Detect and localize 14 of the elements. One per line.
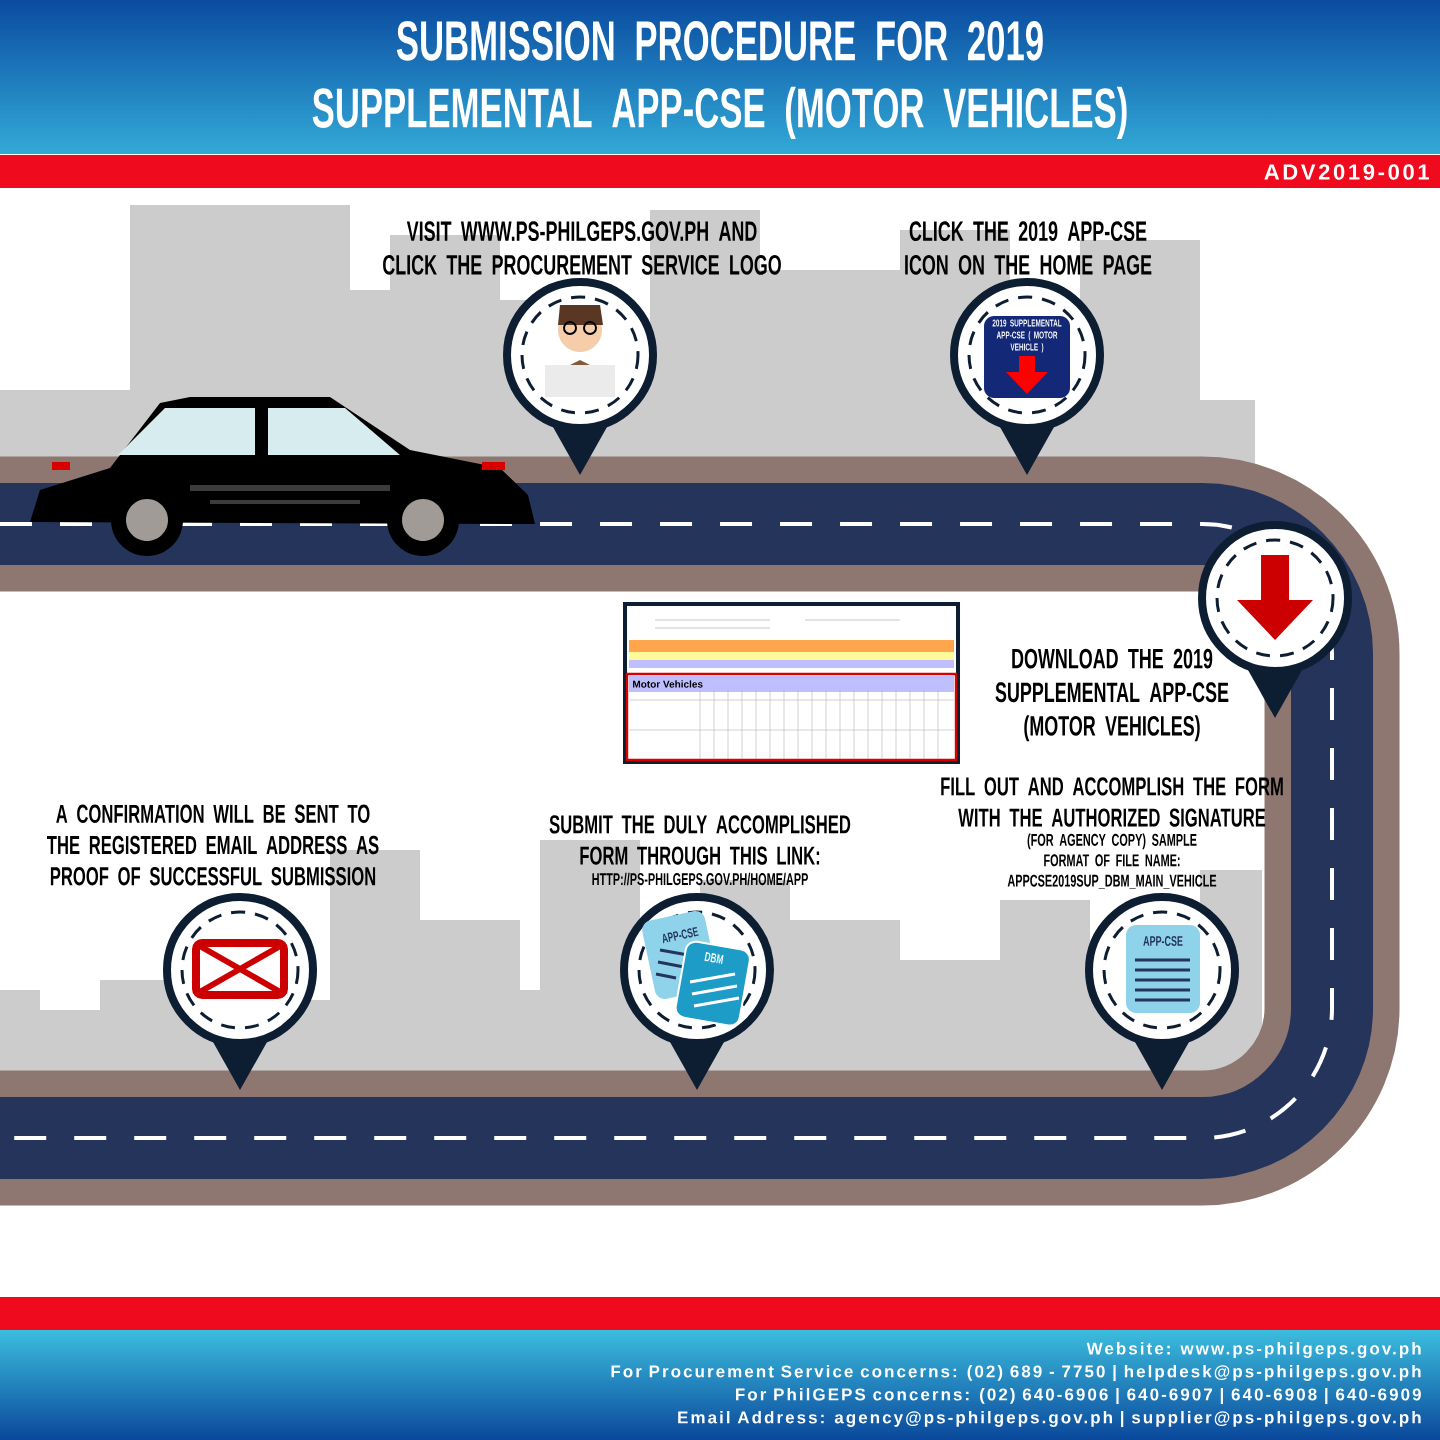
contact-line: For Procurement Service concerns: (02) 689 - 7750 | helpdesk@ps-philgeps.gov.ph <box>611 1365 1421 1382</box>
contact-line: Email Address: agency@ps-philgeps.gov.ph | supplier@ps-philgeps.gov.ph <box>678 1411 1421 1428</box>
document-code: ADV2019-001 <box>1264 164 1429 180</box>
link-text: HTTP://PS-PHILGEPS.GOV.PH/HOME/APP <box>592 872 808 886</box>
table-heading: Motor Vehicles <box>633 680 703 688</box>
step-text: VISIT WWW.PS-PHILGEPS.GOV.PH AND CLICK THE PROCUREMENT SERVICE LOGO <box>383 221 781 275</box>
step-note: (FOR AGENCY COPY) SAMPLE FORMAT OF FILE NAME: APPCSE2019SUP_DBM_MAIN_VEHICLE <box>1007 833 1217 889</box>
step-text: SUBMIT THE DULY ACCOMPLISHED FORM THROUGH THIS LINK: <box>549 815 851 865</box>
step-text: A CONFIRMATION WILL BE SENT TO THE REGISTERED EMAIL ADDRESS AS PROOF OF SUCCESSFUL SUBMISSION <box>47 804 379 886</box>
contact-line: For PhilGEPS concerns: (02) 640-6906 | 640-6907 | 640-6908 | 640-6909 <box>736 1388 1421 1405</box>
contact-line: Website: www.ps-philgeps.gov.ph <box>1086 1342 1421 1358</box>
step-text: DOWNLOAD THE 2019 SUPPLEMENTAL APP-CSE (MOTOR VEHICLES) <box>995 648 1229 742</box>
step-text: CLICK THE 2019 APP-CSE ICON ON THE HOME PAGE <box>905 221 1152 275</box>
title: SUBMISSION PROCEDURE FOR 2019 SUPPLEMENTAL APP-CSE (MOTOR VEHICLES) <box>312 21 1127 139</box>
